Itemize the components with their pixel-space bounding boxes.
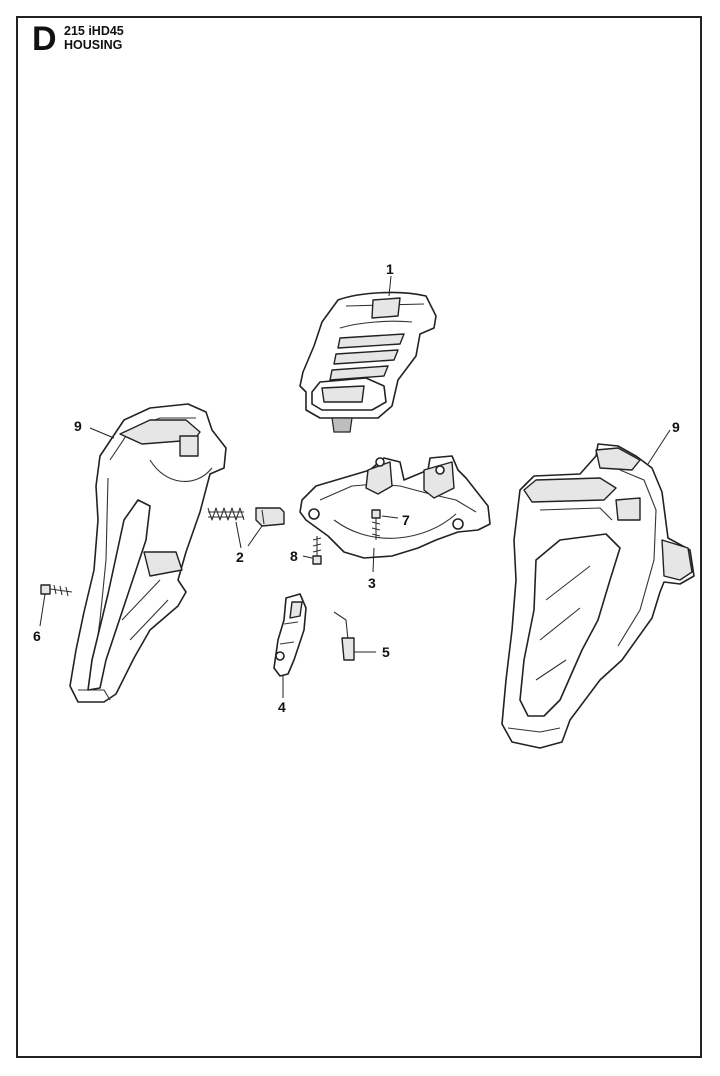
callout-6: 6 (33, 628, 41, 644)
callout-1: 1 (386, 261, 394, 277)
page-frame (16, 16, 702, 1058)
part-4-trigger[interactable] (273, 593, 307, 698)
callout-4: 4 (278, 699, 286, 715)
part-5-lever-pin[interactable] (333, 611, 376, 661)
part-3-frame-plate[interactable] (299, 455, 491, 573)
part-9-left-housing[interactable] (69, 403, 227, 703)
part-2-spring-and-block[interactable] (207, 507, 285, 549)
section-letter: D (32, 20, 57, 58)
callout-9-left: 9 (74, 418, 82, 434)
callout-8: 8 (290, 548, 298, 564)
part-6-screw[interactable] (39, 584, 73, 627)
callout-5: 5 (382, 644, 390, 660)
callout-2: 2 (236, 549, 244, 565)
part-1-top-cover[interactable] (299, 275, 437, 433)
callout-7: 7 (402, 512, 410, 528)
page-title: HOUSING (64, 38, 123, 52)
part-9-right-housing[interactable] (501, 429, 695, 749)
callout-9-right: 9 (672, 419, 680, 435)
page-header: 215 iHD45 HOUSING (64, 24, 124, 52)
model-name: 215 iHD45 (64, 24, 124, 38)
callout-3: 3 (368, 575, 376, 591)
part-8-screw[interactable] (302, 536, 322, 565)
part-7-screw[interactable] (371, 509, 399, 540)
